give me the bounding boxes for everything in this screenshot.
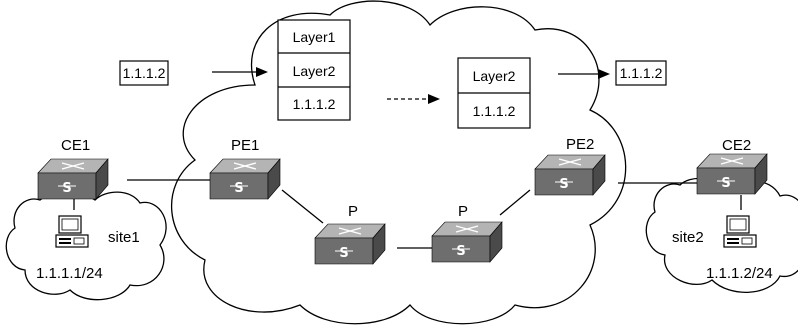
- label-ce1: CE1: [61, 137, 90, 154]
- label-site2-subnet: 1.1.1.2/24: [706, 265, 773, 282]
- switch-p-right: [431, 221, 503, 263]
- packet-ingress-label: 1.1.1.2: [123, 65, 166, 81]
- label-pe1: PE1: [231, 137, 259, 154]
- packet-egress: 1.1.1.2: [615, 60, 667, 86]
- links: [73, 179, 742, 249]
- stack-popped-layer2: Layer2: [473, 68, 516, 84]
- label-p-right: P: [458, 203, 468, 220]
- label-site1: site1: [108, 229, 140, 246]
- packet-ingress: 1.1.1.2: [119, 60, 169, 86]
- link-pe1-p: [281, 189, 324, 224]
- stack-full-ip: 1.1.1.2: [293, 96, 336, 112]
- switch-pe2: [534, 154, 606, 196]
- label-ce2: CE2: [722, 137, 751, 154]
- label-site1-subnet: 1.1.1.1/24: [36, 265, 103, 282]
- switch-ce2: [696, 153, 768, 195]
- switch-pe1: [209, 158, 281, 200]
- label-p-left: P: [348, 203, 358, 220]
- stack-popped-ip: 1.1.1.2: [473, 103, 516, 119]
- switch-ce1: network-switch-icon: [37, 158, 109, 200]
- switch-p-left: [314, 223, 386, 265]
- packet-stack-popped: Layer2 1.1.1.2: [457, 57, 531, 129]
- link-p-pe2: [499, 189, 531, 216]
- arrow-ingress: [212, 67, 268, 77]
- packet-egress-label: 1.1.1.2: [620, 65, 663, 81]
- packet-stack-full: Layer1 Layer2 1.1.1.2: [277, 19, 351, 121]
- arrow-egress: [558, 69, 610, 79]
- label-site2: site2: [672, 229, 704, 246]
- stack-full-layer2: Layer2: [293, 63, 336, 79]
- label-pe2: PE2: [566, 136, 594, 153]
- arrow-dashed: [387, 94, 440, 104]
- stack-full-layer1: Layer1: [293, 29, 336, 45]
